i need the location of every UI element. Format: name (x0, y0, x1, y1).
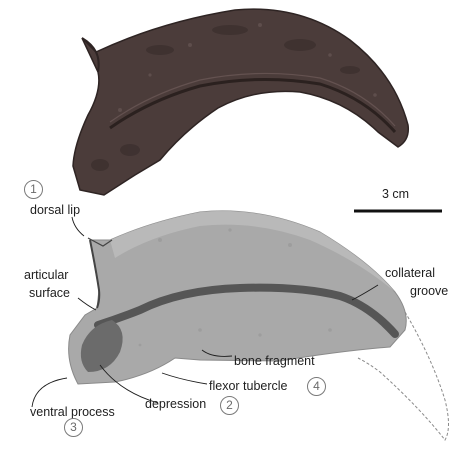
label-dorsal-lip: dorsal lip (30, 203, 80, 217)
label-groove: groove (410, 284, 448, 298)
label-articular: articular (24, 268, 68, 282)
scale-bar-label: 3 cm (382, 187, 409, 201)
label-surface: surface (29, 286, 70, 300)
number-1-badge: 1 (24, 180, 43, 199)
leader-articular-surface (78, 298, 96, 310)
leader-dorsal-lip (72, 217, 84, 236)
label-collateral: collateral (385, 266, 435, 280)
number-3-badge: 3 (64, 418, 83, 437)
leader-flexor-tubercle (162, 373, 207, 384)
label-ventral-process: ventral process (30, 405, 115, 419)
label-flexor-tubercle: flexor tubercle (209, 379, 288, 393)
top-claw-specimen (73, 9, 408, 195)
number-2-badge: 2 (220, 396, 239, 415)
label-depression: depression (145, 397, 206, 411)
label-bone-fragment: bone fragment (234, 354, 315, 368)
number-4-badge: 4 (307, 377, 326, 396)
leader-ventral-process (32, 378, 67, 407)
